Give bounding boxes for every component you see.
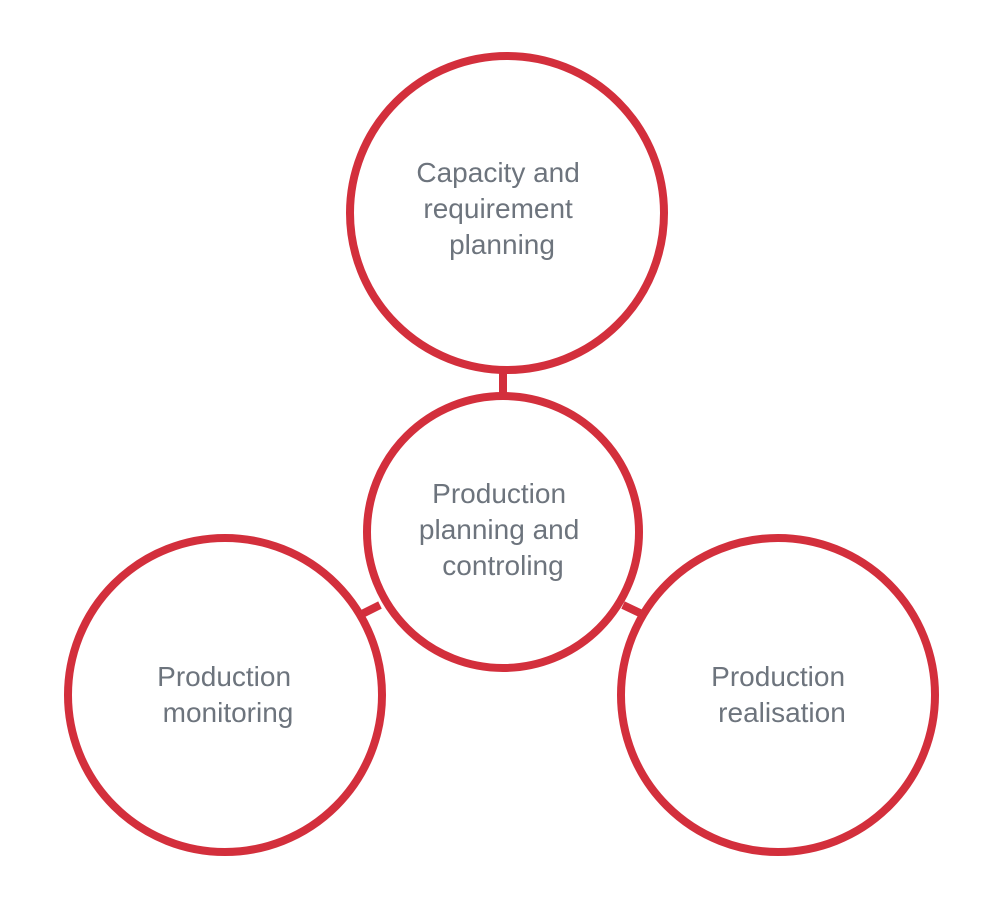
node-center-label: Production planning and controling (419, 478, 587, 581)
node-realisation-line-1: Production (711, 661, 845, 692)
node-capacity-ring (346, 52, 668, 374)
node-monitoring-line-1: Production (157, 661, 291, 692)
node-center-line-3: controling (442, 550, 563, 581)
node-center-line-2: planning and (419, 514, 579, 545)
node-monitoring-label: Production monitoring (157, 661, 299, 728)
node-realisation-label: Production realisation (711, 661, 853, 728)
node-center-ring (363, 392, 643, 672)
node-realisation-ring (617, 534, 939, 856)
node-capacity-line-1: Capacity and (416, 157, 579, 188)
node-production-monitoring: Production monitoring (64, 534, 386, 856)
connector-center-to-monitoring (360, 601, 382, 618)
connector-center-to-realisation (621, 601, 644, 618)
node-monitoring-ring (64, 534, 386, 856)
node-capacity-label: Capacity and requirement planning (416, 157, 587, 260)
node-capacity-line-3: planning (449, 229, 555, 260)
node-monitoring-line-2: monitoring (163, 697, 294, 728)
node-capacity-planning: Capacity and requirement planning (346, 52, 668, 374)
node-realisation-line-2: realisation (718, 697, 846, 728)
node-capacity-line-2: requirement (423, 193, 573, 224)
node-production-realisation: Production realisation (617, 534, 939, 856)
node-production-planning: Production planning and controling (363, 392, 643, 672)
node-center-line-1: Production (432, 478, 566, 509)
